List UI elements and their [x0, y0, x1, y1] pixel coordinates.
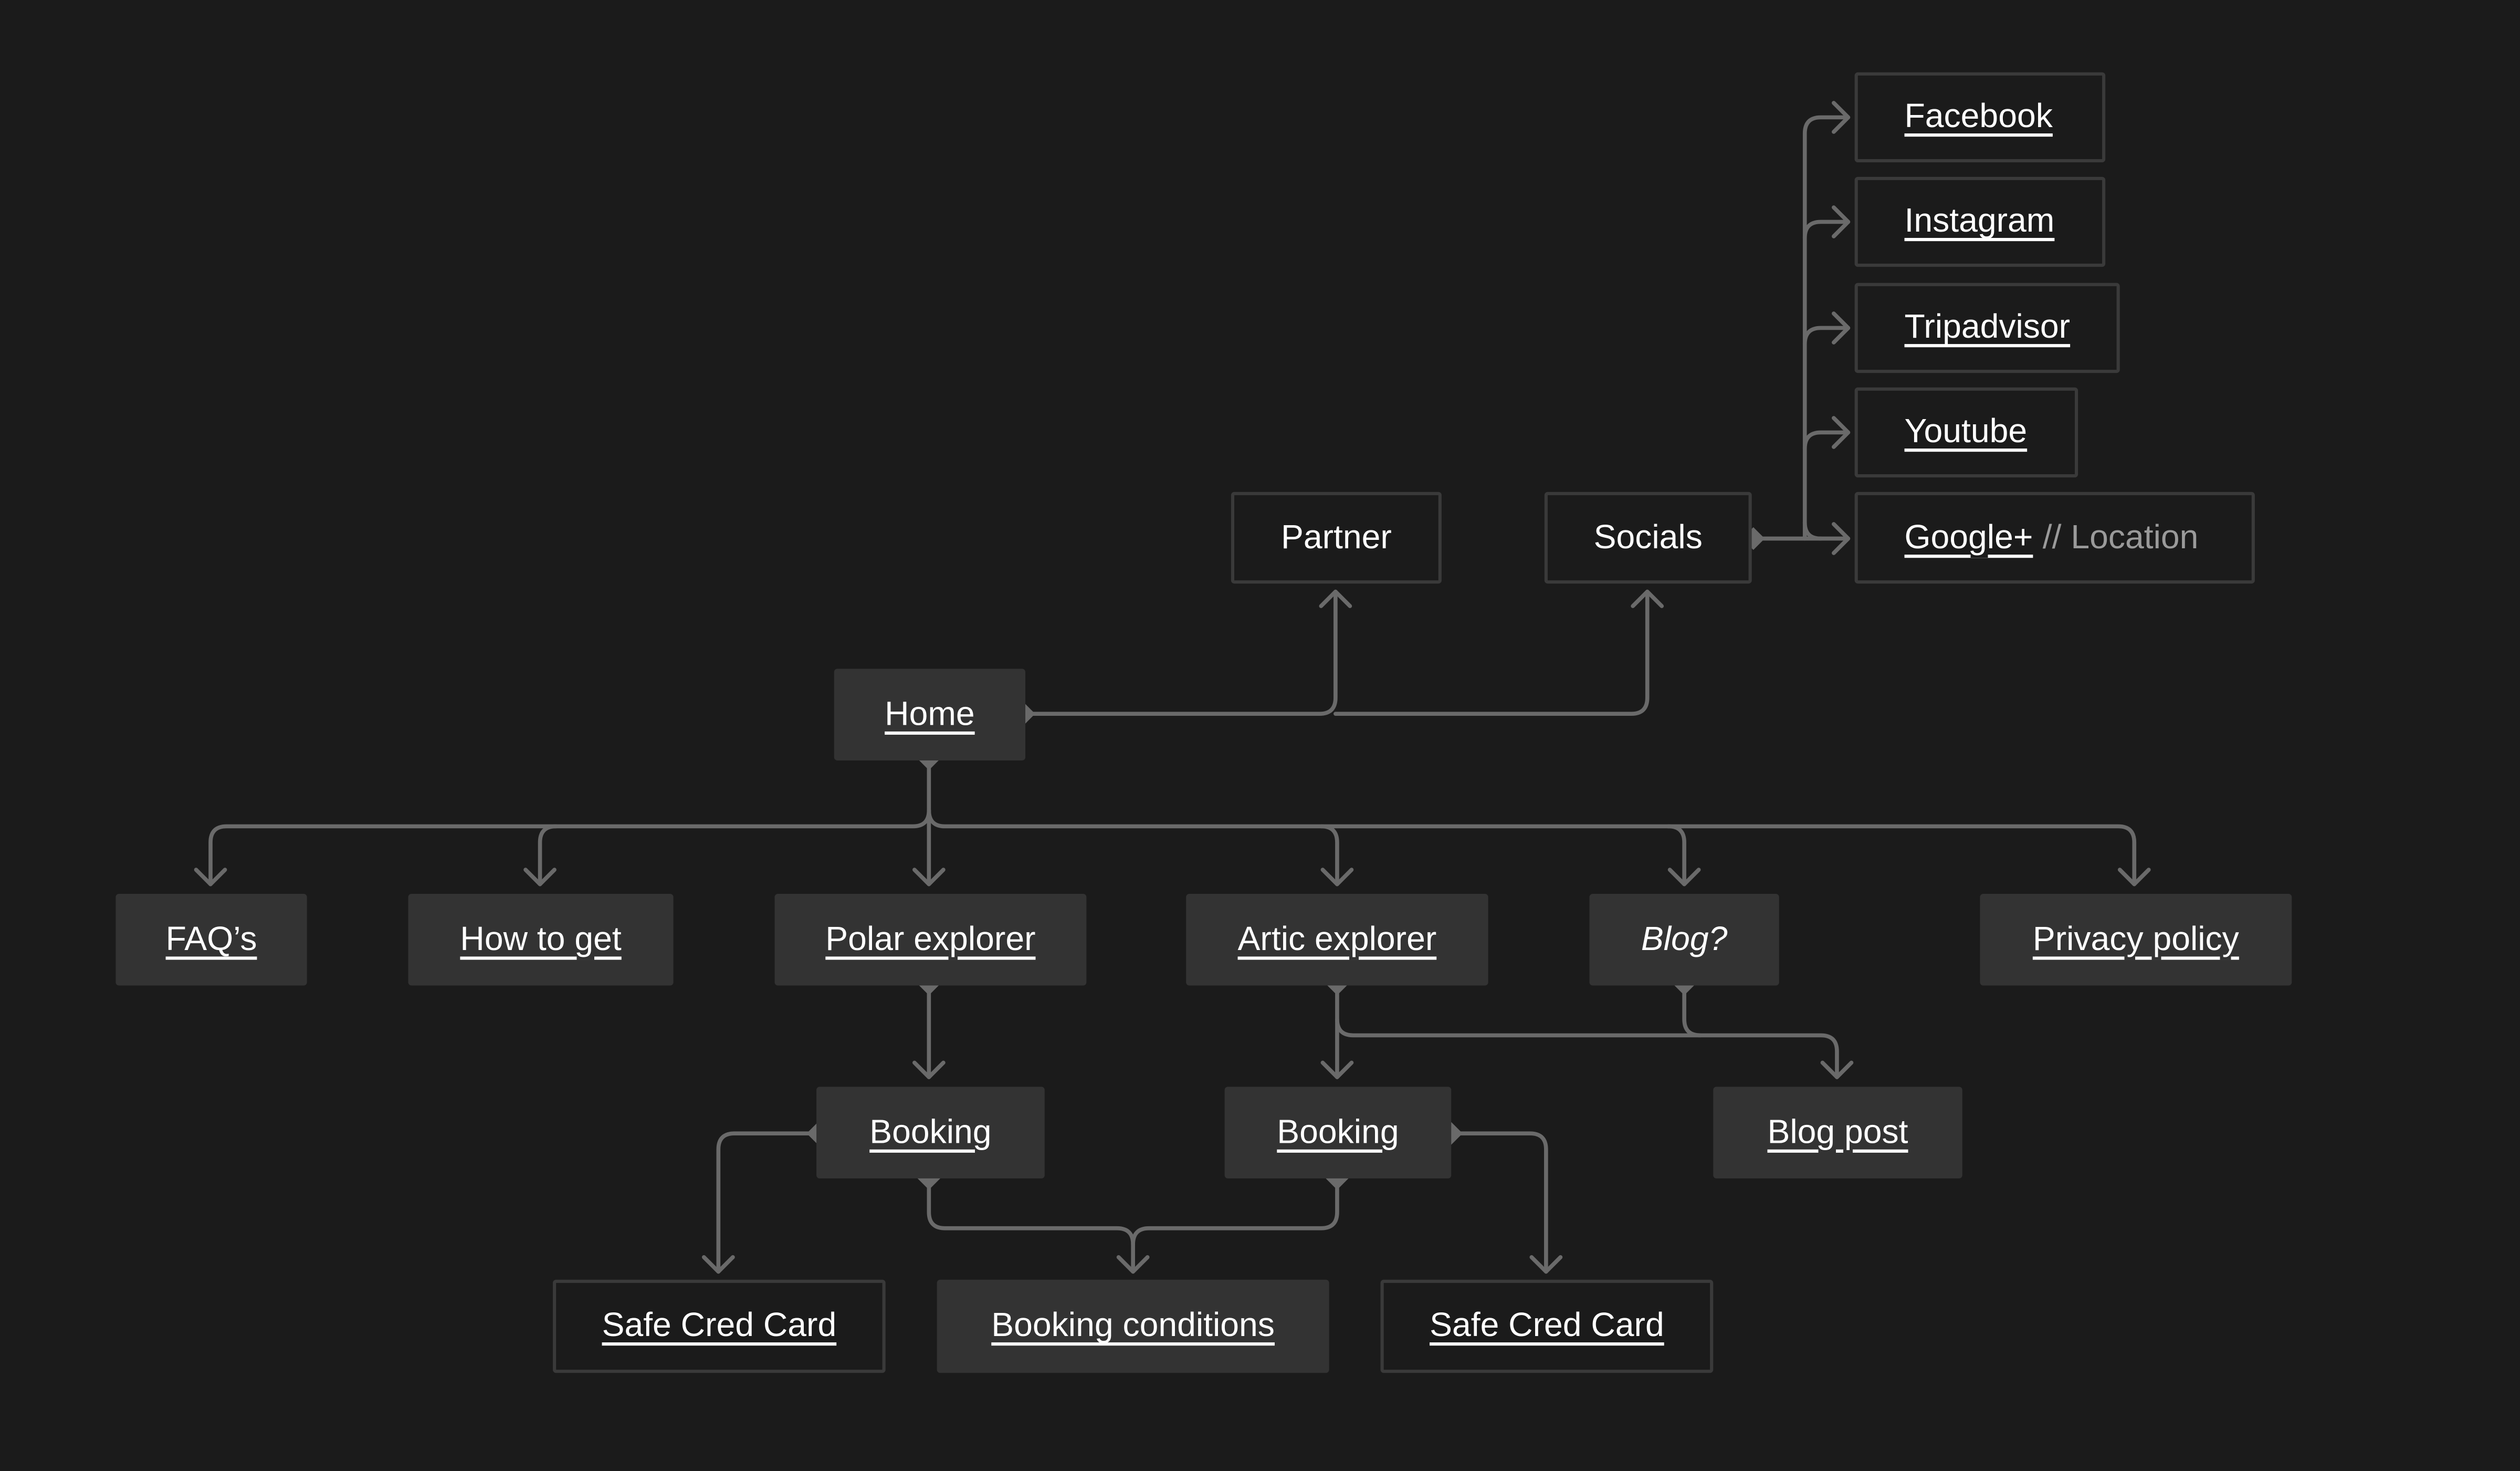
node-instagram-label[interactable]: Instagram	[1904, 202, 2055, 240]
connector-booking-safecard-left	[716, 1131, 820, 1274]
connector-artic-booking-conditions	[1131, 1176, 1339, 1247]
node-booking-polar[interactable]: Booking	[816, 1087, 1045, 1178]
node-partner-label: Partner	[1280, 518, 1392, 556]
connector-artic-blogpost	[1335, 1017, 1839, 1079]
connector-home-artic	[1319, 824, 1339, 886]
node-safe-card-left[interactable]: Safe Cred Card	[553, 1279, 886, 1373]
connector-home-blog	[1666, 824, 1686, 886]
connector-home-howtoget	[538, 824, 559, 886]
node-artic-explorer[interactable]: Artic explorer	[1186, 894, 1488, 986]
arrowhead-artic-booking	[1320, 1060, 1354, 1079]
connector-home-partner	[1022, 589, 1338, 716]
node-booking-artic-label[interactable]: Booking	[1277, 1113, 1399, 1151]
node-polar-explorer[interactable]: Polar explorer	[774, 894, 1087, 986]
node-blog[interactable]: Blog?	[1589, 894, 1779, 986]
connector-socials-trunk	[1802, 115, 1851, 541]
arrowhead-privacy	[2117, 868, 2151, 886]
node-tripadvisor-label[interactable]: Tripadvisor	[1904, 308, 2071, 346]
node-tripadvisor[interactable]: Tripadvisor	[1854, 283, 2120, 373]
node-home[interactable]: Home	[834, 669, 1026, 760]
connector-socials-tripadvisor	[1802, 326, 1851, 346]
arrowhead-tripadvisor	[1832, 311, 1851, 345]
node-booking-conditions[interactable]: Booking conditions	[937, 1279, 1329, 1373]
node-privacy-policy-label[interactable]: Privacy policy	[2032, 920, 2239, 957]
node-booking-polar-label[interactable]: Booking	[869, 1113, 992, 1151]
connector-home-right	[927, 808, 2137, 886]
arrowhead-partner	[1319, 589, 1352, 608]
node-blog-post-label[interactable]: Blog post	[1767, 1113, 1908, 1151]
node-faqs[interactable]: FAQ’s	[116, 894, 307, 986]
node-socials-label: Socials	[1593, 518, 1703, 556]
node-blog-post[interactable]: Blog post	[1713, 1087, 1962, 1178]
node-privacy-policy[interactable]: Privacy policy	[1980, 894, 2292, 986]
connector-socials-instagram	[1802, 220, 1851, 240]
arrowhead-safecard-right	[1529, 1255, 1563, 1274]
connector-home-socials	[1334, 589, 1650, 716]
node-instagram[interactable]: Instagram	[1854, 176, 2106, 267]
connector-home-trunk	[208, 757, 931, 886]
node-google-location-note: // Location	[2042, 518, 2199, 556]
node-booking-artic[interactable]: Booking	[1224, 1087, 1452, 1178]
arrowhead-blog	[1667, 868, 1701, 886]
node-polar-explorer-label[interactable]: Polar explorer	[825, 920, 1036, 957]
arrowhead-howtoget	[523, 868, 556, 886]
arrowhead-polar-booking	[912, 1060, 946, 1079]
connector-socials-google-curve	[1802, 520, 1823, 541]
arrowhead-socials	[1631, 589, 1664, 608]
arrowhead-blogpost	[1820, 1060, 1854, 1079]
node-safe-card-left-label[interactable]: Safe Cred Card	[602, 1307, 837, 1344]
arrowhead-faqs	[194, 868, 227, 886]
node-google[interactable]: Google+ // Location	[1854, 492, 2255, 584]
arrowhead-google	[1832, 522, 1851, 555]
node-youtube[interactable]: Youtube	[1854, 387, 2078, 478]
arrowhead-polar	[912, 868, 946, 886]
node-home-label[interactable]: Home	[885, 695, 975, 733]
node-artic-explorer-label[interactable]: Artic explorer	[1237, 920, 1437, 957]
node-safe-card-right-label[interactable]: Safe Cred Card	[1430, 1307, 1664, 1344]
arrowhead-youtube	[1832, 416, 1851, 449]
node-blog-label: Blog?	[1641, 920, 1728, 957]
connector-polar-booking-conditions	[927, 1176, 1135, 1274]
connector-blog-blogpost	[1682, 982, 1703, 1038]
node-safe-card-right[interactable]: Safe Cred Card	[1380, 1279, 1714, 1373]
node-youtube-label[interactable]: Youtube	[1904, 413, 2028, 451]
arrowhead-safecard-left	[701, 1255, 735, 1274]
node-booking-conditions-label[interactable]: Booking conditions	[991, 1307, 1275, 1344]
node-facebook[interactable]: Facebook	[1854, 72, 2106, 163]
node-google-label[interactable]: Google+	[1904, 518, 2033, 556]
connector-socials-youtube	[1802, 430, 1851, 451]
node-facebook-label[interactable]: Facebook	[1904, 98, 2053, 135]
node-socials[interactable]: Socials	[1544, 492, 1752, 584]
node-partner[interactable]: Partner	[1231, 492, 1442, 584]
node-faqs-label[interactable]: FAQ’s	[165, 920, 257, 957]
node-how-to-get[interactable]: How to get	[408, 894, 674, 986]
arrowhead-booking-conditions	[1116, 1255, 1150, 1274]
arrowhead-artic	[1320, 868, 1354, 886]
connector-booking-safecard-right	[1449, 1131, 1548, 1274]
node-how-to-get-label[interactable]: How to get	[460, 920, 622, 957]
arrowhead-facebook	[1832, 101, 1851, 134]
arrowhead-instagram	[1832, 205, 1851, 238]
